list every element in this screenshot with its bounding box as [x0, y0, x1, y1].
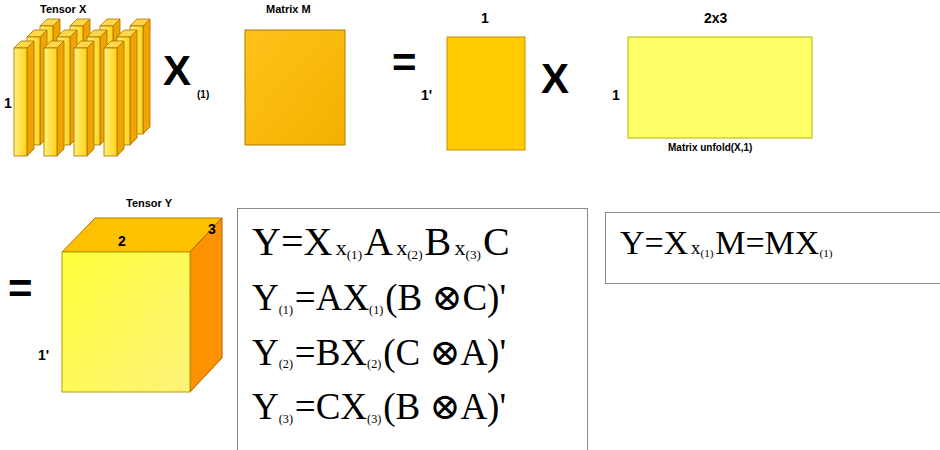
subscript-index: (1) — [819, 247, 832, 259]
tensor-bar — [44, 41, 64, 156]
subscript-index: (1) — [369, 303, 383, 317]
unfold-rect — [628, 37, 812, 138]
formula-line: Y(2)=BX(2)(C ⊗A)' — [252, 332, 573, 375]
formula-term: Y — [252, 332, 279, 373]
formula-line: Y=Xx(1)M=MX(1) — [620, 223, 935, 262]
mode-product-symbol: X — [163, 50, 191, 92]
dimension-index: 2 — [118, 234, 126, 248]
matrix-rect — [447, 37, 525, 150]
formula-line: Y(1)=AX(1)(B ⊗C)' — [252, 277, 573, 320]
equals-sign: = — [8, 268, 33, 310]
mode-product-symbol: x — [336, 235, 347, 260]
matrix-caption: Matrix unfold(X,1) — [668, 143, 752, 153]
matrix-rect: 1 1' — [415, 8, 530, 158]
formula-box: Y=Xx(1)Ax(2)Bx(3)CY(1)=AX(1)(B ⊗C)'Y(2)=… — [237, 208, 588, 450]
tensor-bar — [104, 41, 124, 156]
formula-term: Y=X — [620, 224, 688, 261]
formula-term: =AX — [295, 277, 369, 318]
subscript-index: (3) — [466, 247, 481, 262]
matrix-square: Matrix M — [240, 0, 350, 150]
times-symbol: X — [541, 58, 569, 100]
tensor-illustration: Tensor X 1 — [0, 0, 165, 175]
formula-term: Y — [252, 277, 279, 318]
tensor-cube — [62, 218, 222, 392]
unfold-matrix: 2x3 1Matrix unfold(X,1) — [600, 8, 815, 160]
dimension-index: 1' — [38, 348, 49, 362]
subscript-index: (1) — [279, 303, 293, 317]
mode-subscript: (1) — [197, 90, 209, 100]
tensor-bars — [14, 19, 150, 156]
formula-line: Y(3)=CX(3)(B ⊗A)' — [252, 386, 573, 429]
formula-term: (C ⊗A)' — [383, 332, 506, 373]
subscript-index: (2) — [279, 357, 293, 371]
mode-product-symbol: x — [396, 235, 407, 260]
subscript-index: (3) — [367, 412, 381, 426]
dimension-index: 1' — [421, 88, 432, 102]
matrix-title: Matrix M — [266, 4, 311, 15]
formula-term: =CX — [295, 386, 367, 427]
dimension-label: 2x3 — [704, 11, 727, 25]
formula-term: =BX — [295, 332, 367, 373]
dimension-index: 3 — [208, 222, 216, 236]
formula-term: Y — [252, 386, 279, 427]
mode-product-symbol: x — [455, 235, 466, 260]
formula-term: B — [425, 219, 452, 264]
formula-term: A — [364, 219, 393, 264]
dimension-index: 1 — [481, 11, 489, 25]
tensor-title: Tensor X — [40, 4, 86, 15]
formula-term: C — [483, 219, 510, 264]
subscript-index: (1) — [700, 247, 713, 259]
subscript-index: (1) — [347, 247, 362, 262]
formula-box: Y=Xx(1)M=MX(1) — [605, 212, 940, 284]
tensor-bar — [74, 41, 94, 156]
formula-term: (B ⊗C)' — [385, 277, 506, 318]
tensor-title: Tensor Y — [126, 198, 172, 209]
dimension-index: 1 — [4, 96, 12, 110]
matrix-square — [245, 30, 345, 145]
formula-term: M=MX — [715, 224, 819, 261]
formula-term: Y=X — [252, 219, 332, 264]
formula-term: (B ⊗A)' — [383, 386, 506, 427]
formula-line: Y=Xx(1)Ax(2)Bx(3)C — [252, 219, 573, 265]
tensor-cube: Tensor Y 1' 2 3 — [30, 196, 230, 400]
mode-product-symbol: x — [691, 237, 700, 258]
equals-sign: = — [392, 42, 417, 84]
subscript-index: (2) — [367, 357, 381, 371]
subscript-index: (2) — [407, 247, 422, 262]
subscript-index: (3) — [279, 412, 293, 426]
tensor-bar — [14, 41, 34, 156]
dimension-index: 1 — [612, 88, 620, 102]
